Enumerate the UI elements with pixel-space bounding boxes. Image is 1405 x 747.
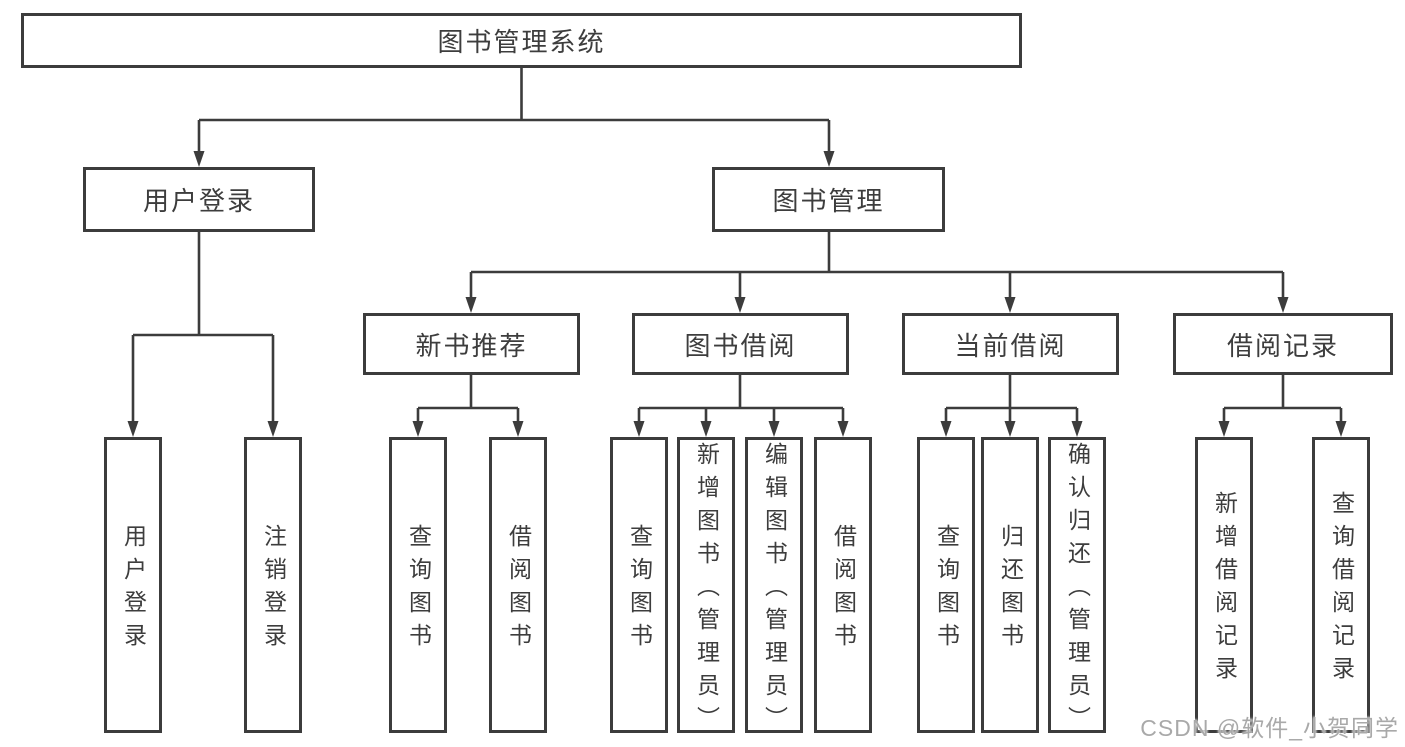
leaf-user-login-label: 用户登录 [120,524,147,656]
node-user-login: 用户登录 [83,167,315,232]
node-current-borrowing: 当前借阅 [902,313,1119,375]
leaf-query-borrow-record-label: 查询借阅记录 [1328,491,1355,689]
node-new-book-recommend: 新书推荐 [363,313,580,375]
leaf-query-borrow-record: 查询借阅记录 [1312,437,1370,733]
leaf-add-borrow-record-label: 新增借阅记录 [1211,491,1238,689]
leaf-query-books-current-label: 查询图书 [933,524,960,656]
leaf-user-login: 用户登录 [104,437,162,733]
leaf-edit-books-admin: 编辑图书（管理员） [745,437,803,739]
leaf-borrow-books-recommend-label: 借阅图书 [505,524,532,656]
node-root: 图书管理系统 [21,13,1022,68]
leaf-add-books-admin-label: 新增图书（管理员） [693,441,720,739]
connector-current-borrowing-children [940,375,1083,437]
node-book-borrowing: 图书借阅 [632,313,849,375]
node-book-management: 图书管理 [712,167,945,232]
leaf-return-books: 归还图书 [981,437,1039,733]
leaf-borrow-books-borrowing: 借阅图书 [814,437,872,733]
connector-book-borrowing-children [633,375,849,437]
csdn-watermark: CSDN @软件_小贺同学 [1140,715,1399,741]
leaf-borrow-books-borrowing-label: 借阅图书 [830,524,857,656]
leaf-query-books-current: 查询图书 [917,437,975,733]
leaf-edit-books-admin-label: 编辑图书（管理员） [761,441,788,739]
leaf-borrow-books-recommend: 借阅图书 [489,437,547,733]
connector-borrowing-records-children [1218,375,1347,437]
leaf-query-books-recommend: 查询图书 [389,437,447,733]
leaf-query-books-recommend-label: 查询图书 [405,524,432,656]
node-borrowing-records: 借阅记录 [1173,313,1393,375]
leaf-confirm-return-admin-label: 确认归还（管理员） [1064,441,1091,739]
connector-book-management-children [465,232,1289,313]
leaf-query-books-borrowing: 查询图书 [610,437,668,733]
leaf-query-books-borrowing-label: 查询图书 [626,524,653,656]
leaf-confirm-return-admin: 确认归还（管理员） [1048,437,1106,739]
connector-user-login-children [127,232,279,437]
leaf-add-borrow-record: 新增借阅记录 [1195,437,1253,733]
connector-root-to-level2 [193,68,835,167]
leaf-add-books-admin: 新增图书（管理员） [677,437,735,739]
leaf-logout-label: 注销登录 [260,524,287,656]
connector-new-book-recommend-children [412,375,524,437]
leaf-return-books-label: 归还图书 [997,524,1024,656]
leaf-logout: 注销登录 [244,437,302,733]
